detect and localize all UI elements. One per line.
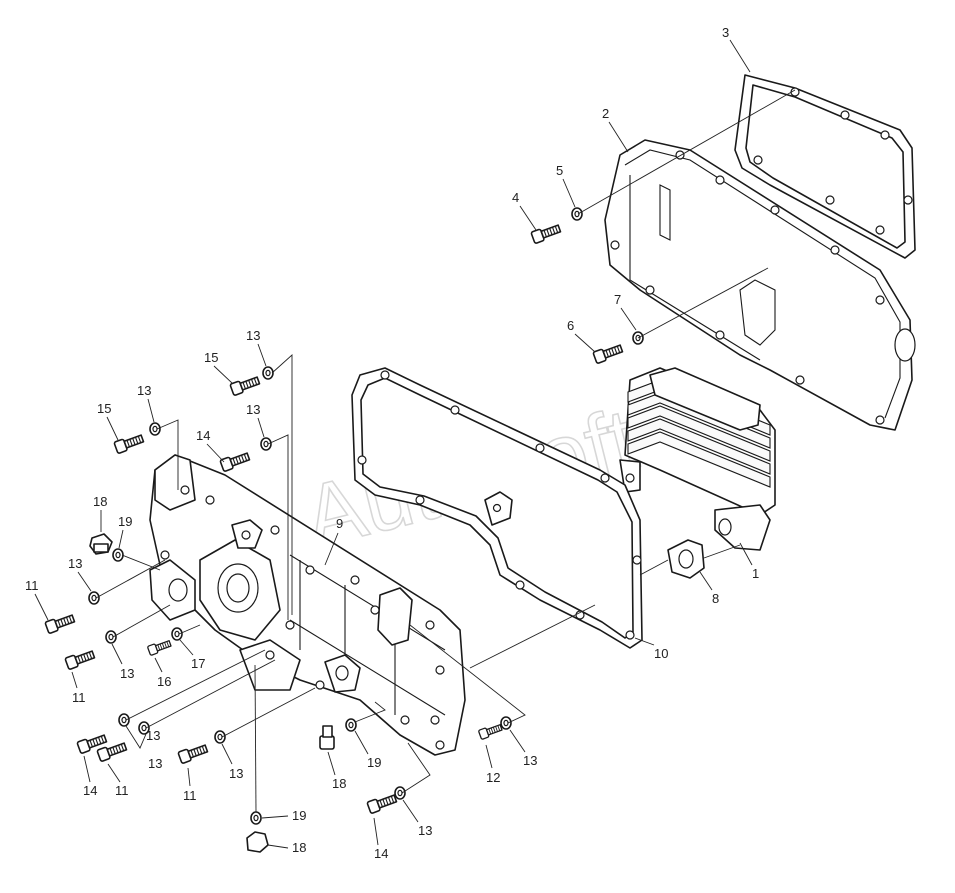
bolt-11-b — [64, 647, 97, 671]
washer-13-b — [149, 422, 161, 436]
plug-18-upper — [89, 533, 113, 555]
callout-3: 3 — [722, 25, 729, 40]
washer-17 — [171, 627, 183, 641]
callout-15-b: 15 — [97, 401, 111, 416]
callout-18-c: 18 — [292, 840, 306, 855]
bolt-11-d — [177, 741, 210, 765]
washer-13-j — [394, 786, 406, 800]
callout-11-b: 11 — [72, 690, 86, 705]
callout-6: 6 — [567, 318, 574, 333]
callout-14-a: 14 — [196, 428, 210, 443]
callout-13-a: 13 — [246, 328, 260, 343]
callout-11-c: 11 — [115, 783, 129, 798]
callout-2: 2 — [602, 106, 609, 121]
callout-7: 7 — [614, 292, 621, 307]
callout-12: 12 — [486, 770, 500, 785]
callout-19-c: 19 — [292, 808, 306, 823]
washer-19-mid — [345, 718, 357, 732]
oil-cooler-1 — [619, 367, 776, 551]
bolt-15-upper — [229, 373, 262, 397]
callout-labels: 1 2 3 4 5 6 7 8 9 10 11 11 11 11 12 13 1… — [25, 25, 759, 861]
bolt-15-lower — [113, 431, 146, 455]
callout-14-b: 14 — [83, 783, 97, 798]
callout-11-a: 11 — [25, 578, 39, 593]
washer-13-c — [260, 437, 272, 451]
bolt-11-a — [44, 611, 77, 635]
washer-19-upper — [112, 548, 124, 562]
callout-4: 4 — [512, 190, 519, 205]
callout-19-b: 19 — [367, 755, 381, 770]
callout-19-a: 19 — [118, 514, 132, 529]
callout-18-a: 18 — [93, 494, 107, 509]
callout-13-i: 13 — [418, 823, 432, 838]
callout-15-a: 15 — [204, 350, 218, 365]
callout-13-g: 13 — [229, 766, 243, 781]
callout-16: 16 — [157, 674, 171, 689]
callout-9: 9 — [336, 516, 343, 531]
housing-9 — [149, 454, 466, 756]
callout-5: 5 — [556, 163, 563, 178]
callout-13-f: 13 — [146, 728, 160, 743]
bolt-12 — [477, 722, 504, 741]
callout-10: 10 — [654, 646, 668, 661]
callout-13-c: 13 — [246, 402, 260, 417]
gasket-8 — [667, 539, 705, 579]
callout-13-h: 13 — [523, 753, 537, 768]
plug-18-bottom — [246, 831, 269, 853]
washer-13-d — [88, 591, 100, 605]
callout-13-j: 13 — [148, 756, 162, 771]
washer-5 — [571, 207, 583, 221]
callout-13-b: 13 — [137, 383, 151, 398]
callout-8: 8 — [712, 591, 719, 606]
bolt-4 — [530, 221, 563, 245]
washer-13-f — [118, 713, 130, 727]
gasket-3 — [734, 74, 916, 259]
gasket-10 — [351, 367, 643, 649]
bolt-6 — [592, 341, 625, 365]
bolt-14-bottom — [366, 791, 399, 815]
plug-18-mid — [319, 725, 335, 750]
washer-13-i — [500, 716, 512, 730]
callout-13-e: 13 — [120, 666, 134, 681]
bolt-16 — [146, 638, 173, 657]
callout-18-b: 18 — [332, 776, 346, 791]
washer-13-h — [214, 730, 226, 744]
callout-14-c: 14 — [374, 846, 388, 861]
callout-11-d: 11 — [183, 788, 197, 803]
washer-13-e — [105, 630, 117, 644]
washer-13-a — [262, 366, 274, 380]
callout-1: 1 — [752, 566, 759, 581]
callout-17: 17 — [191, 656, 205, 671]
washer-19-bottom — [250, 811, 262, 825]
bolt-14-upper — [219, 449, 252, 473]
cooler-housing-2 — [604, 139, 916, 431]
leader-lines — [95, 89, 796, 813]
callout-13-d: 13 — [68, 556, 82, 571]
